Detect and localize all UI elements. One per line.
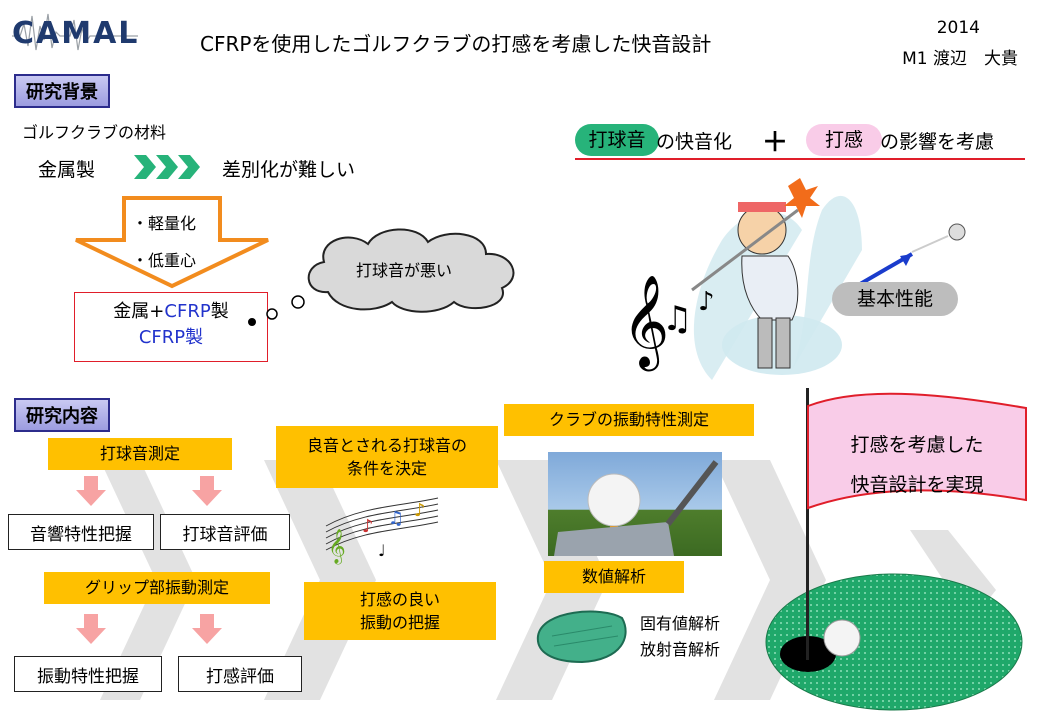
feel-suffix: の影響を考慮 xyxy=(880,131,995,153)
basic-performance-badge: 基本性能 xyxy=(832,282,958,316)
down-arrow-icon xyxy=(76,476,106,506)
good-feel-box: 打感の良い 振動の把握 xyxy=(304,582,496,640)
arrow-item-lowcg: ・低重心 xyxy=(132,251,197,270)
goal-underline xyxy=(575,158,1025,160)
logo-text: CAMAL xyxy=(12,16,140,51)
good-sound-box: 良音とされる打球音の 条件を決定 xyxy=(276,426,498,488)
chevron-arrows-icon xyxy=(134,155,200,179)
section-heading-background: 研究背景 xyxy=(14,74,110,108)
sound-suffix: の快音化 xyxy=(656,131,733,153)
svg-text:♪: ♪ xyxy=(414,500,426,521)
result-box: 金属+CFRP製 CFRP製 xyxy=(74,292,268,362)
svg-text:♩: ♩ xyxy=(378,541,386,560)
acoustic-box: 音響特性把握 xyxy=(8,514,154,550)
svg-text:♫: ♫ xyxy=(388,508,404,529)
section-heading-research: 研究内容 xyxy=(14,398,110,432)
down-arrow-icon xyxy=(192,614,222,644)
thought-text: 打球音が悪い xyxy=(356,261,453,280)
radiation-label: 放射音解析 xyxy=(640,640,721,659)
numerical-box: 数値解析 xyxy=(544,561,684,593)
svg-text:𝄞: 𝄞 xyxy=(328,529,346,565)
club-head-model-icon xyxy=(536,610,627,664)
page-title: CFRPを使用したゴルフクラブの打感を考慮した快音設計 xyxy=(200,32,712,56)
vibration-char-box: 振動特性把握 xyxy=(14,656,162,692)
down-arrow-outline xyxy=(75,196,269,289)
flag-shape xyxy=(807,392,1027,510)
svg-text:𝄞: 𝄞 xyxy=(622,274,669,371)
down-arrow-icon xyxy=(76,614,106,644)
golf-club-photo xyxy=(548,452,722,556)
feel-eval-box: 打感評価 xyxy=(178,656,302,692)
logo-waveform-icon xyxy=(12,13,138,51)
svg-text:♫: ♫ xyxy=(662,299,692,339)
difficulty-label: 差別化が難しい xyxy=(222,159,356,181)
eigen-label: 固有値解析 xyxy=(640,614,721,633)
logo: CAMAL xyxy=(10,6,140,56)
svg-text:♪: ♪ xyxy=(362,516,374,537)
flag-text: 打感を考慮した 快音設計を実現 xyxy=(850,434,984,496)
result-line-2: CFRP製 xyxy=(138,327,204,349)
svg-text:♪: ♪ xyxy=(698,287,715,317)
golf-ball-on-tee-icon xyxy=(554,460,719,556)
green-with-hole xyxy=(765,573,1023,711)
sound-badge: 打球音 xyxy=(575,124,659,156)
music-staff-icon: 𝄞 ♪ ♫ ♪ ♩ xyxy=(325,497,439,565)
year-label: 2014 xyxy=(936,18,980,38)
feel-badge: 打感 xyxy=(806,124,882,156)
author-label: M1 渡辺 大貴 xyxy=(902,49,1018,69)
golfer-illustration xyxy=(691,178,966,380)
grip-measure-box: グリップ部振動測定 xyxy=(44,572,270,604)
arrow-item-light: ・軽量化 xyxy=(132,214,197,233)
down-arrow-icon xyxy=(192,476,222,506)
metal-label: 金属製 xyxy=(38,159,96,181)
thought-cloud xyxy=(307,228,515,313)
plus-sign: ＋ xyxy=(762,128,789,158)
flag-pole xyxy=(806,388,809,660)
music-notes-icon: 𝄞 ♫ ♪ xyxy=(622,274,715,371)
sound-eval-box: 打球音評価 xyxy=(160,514,290,550)
result-line-1: 金属+CFRP製 xyxy=(113,301,229,322)
thought-bubbles-icon xyxy=(248,295,305,326)
materials-label: ゴルフクラブの材料 xyxy=(22,123,167,142)
club-vibration-box: クラブの振動特性測定 xyxy=(504,404,754,436)
sound-measure-box: 打球音測定 xyxy=(48,438,232,470)
